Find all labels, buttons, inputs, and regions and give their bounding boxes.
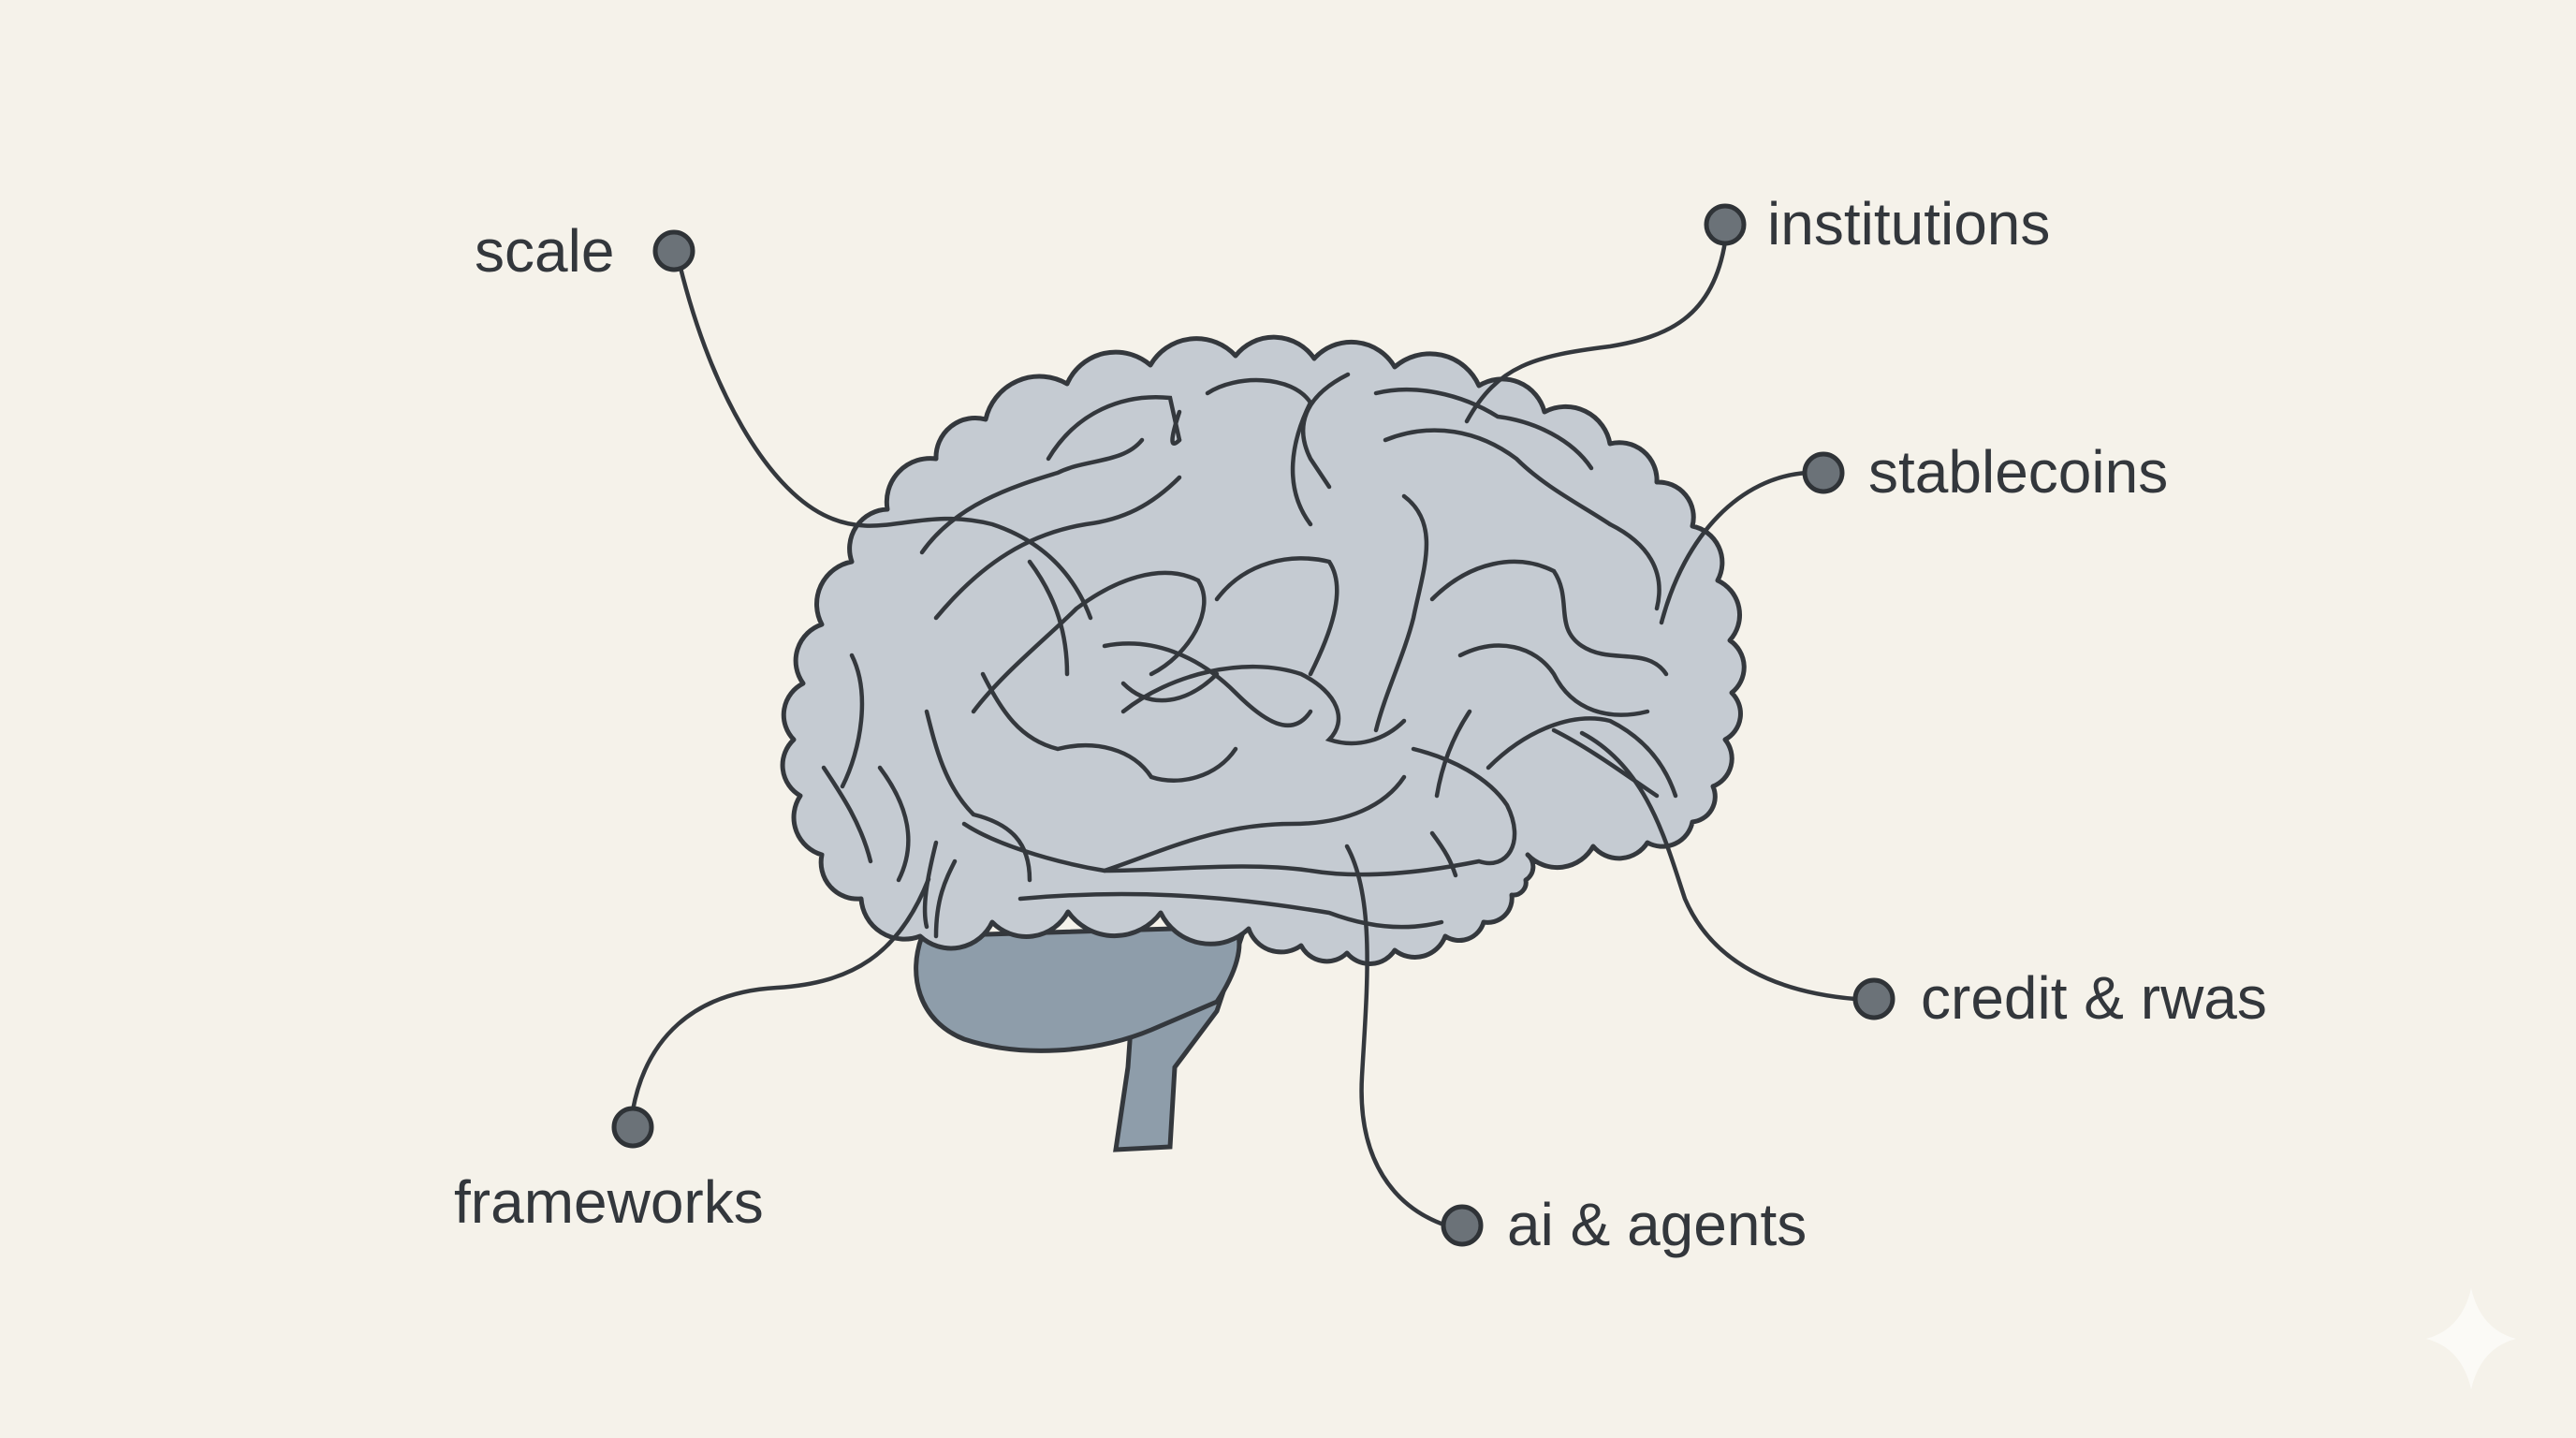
label-institutions: institutions [1767,190,2051,257]
label-scale: scale [475,217,615,285]
connector-frameworks [630,876,931,1113]
connector-lines [630,239,1858,1228]
connector-institutions [1464,239,1728,424]
node-dot-scale[interactable] [652,229,695,272]
connector-scale [677,261,1093,621]
connector-ai-agents [1344,844,1449,1228]
cerebrum [780,334,1747,966]
node-dot-institutions[interactable] [1704,203,1747,246]
node-dot-frameworks[interactable] [611,1106,654,1149]
label-stablecoins: stablecoins [1868,438,2169,506]
connector-stablecoins [1659,470,1809,625]
sparkle-icon [2426,1288,2516,1389]
label-credit-rwas: credit & rwas [1921,964,2267,1032]
label-ai-agents: ai & agents [1507,1191,1808,1258]
brain-illustration [780,334,1747,1152]
node-dot-ai-agents[interactable] [1441,1204,1484,1247]
node-dots [611,203,1895,1247]
node-dot-credit-rwas[interactable] [1852,977,1895,1020]
node-dot-stablecoins[interactable] [1802,451,1845,494]
cerebellum [914,924,1242,1053]
brain-folds [821,372,1678,939]
connector-credit-rwas [1579,730,1858,1002]
label-frameworks: frameworks [454,1168,764,1236]
